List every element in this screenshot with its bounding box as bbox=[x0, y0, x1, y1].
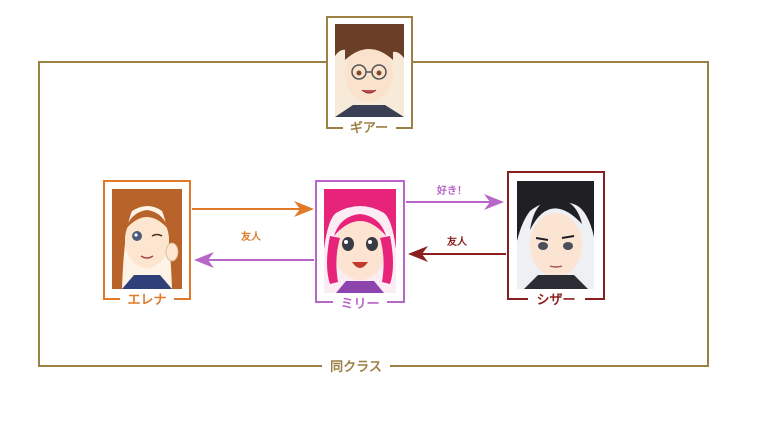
edge-shiza-to-miri-label: 友人 bbox=[447, 235, 468, 248]
node-gia[interactable]: ギアー bbox=[326, 16, 413, 136]
edge-miri-to-elena: 友人 bbox=[194, 230, 314, 268]
character-portrait-icon bbox=[517, 181, 594, 289]
node-miri[interactable]: ミリー bbox=[315, 180, 405, 312]
node-shiza[interactable]: シザー bbox=[507, 171, 605, 308]
character-portrait-icon bbox=[324, 189, 396, 293]
edge-miri-to-shiza: 好き！ bbox=[406, 184, 504, 210]
edge-miri-to-elena-label: 友人 bbox=[241, 230, 262, 243]
node-gia-label: ギアー bbox=[350, 120, 388, 136]
edge-shiza-to-miri: 友人 bbox=[408, 235, 506, 262]
node-miri-label: ミリー bbox=[340, 297, 379, 312]
character-portrait-icon bbox=[112, 189, 182, 289]
node-elena[interactable]: エレナ bbox=[103, 180, 191, 308]
node-shiza-label: シザー bbox=[536, 293, 575, 308]
node-elena-label: エレナ bbox=[127, 293, 166, 308]
group-label: 同クラス bbox=[330, 360, 382, 375]
character-portrait-icon bbox=[335, 24, 404, 117]
edge-miri-to-shiza-label: 好き！ bbox=[436, 184, 467, 197]
